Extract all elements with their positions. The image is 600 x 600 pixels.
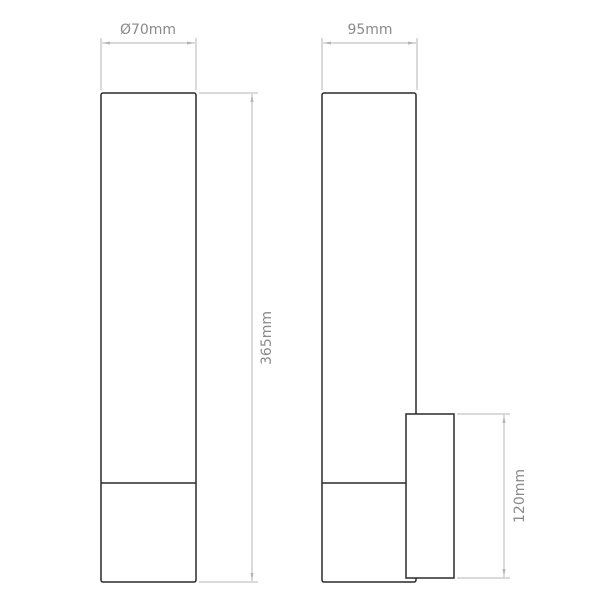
- depth-label: 95mm: [347, 22, 393, 38]
- side-view: [321, 92, 455, 583]
- front-body: [100, 92, 197, 583]
- front-view: [100, 92, 197, 583]
- wall-bracket: [405, 413, 455, 579]
- diameter-label: Ø70mm: [119, 22, 177, 38]
- dimension-lines: [100, 38, 510, 583]
- bracket-height-label: 120mm: [512, 469, 528, 523]
- side-body: [321, 92, 417, 583]
- height-label: 365mm: [259, 311, 275, 365]
